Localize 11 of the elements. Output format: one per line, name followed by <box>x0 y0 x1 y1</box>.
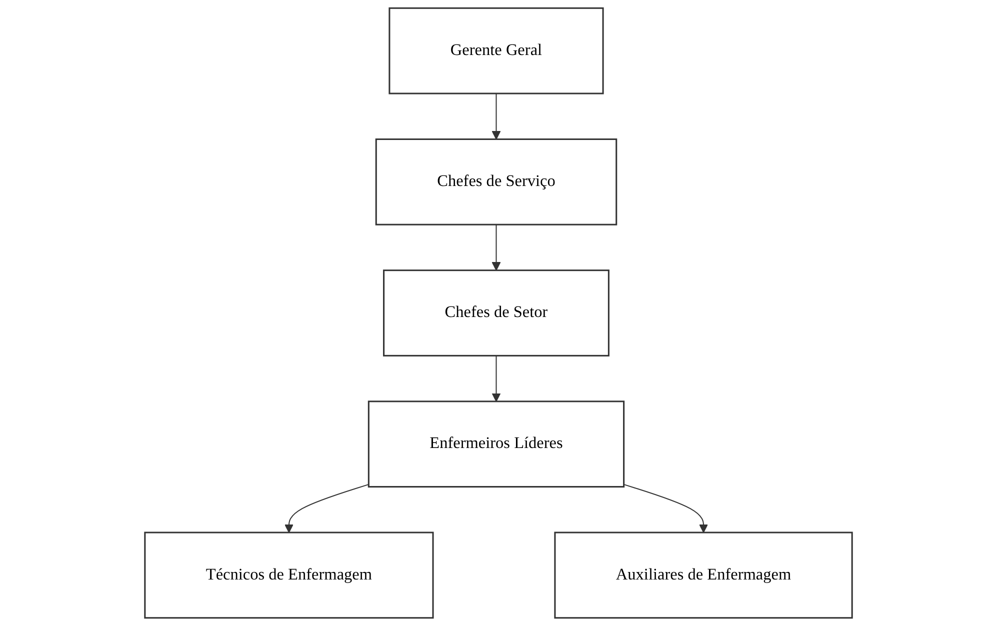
node-box: Auxiliares de Enfermagem <box>554 532 853 619</box>
node-box: Gerente Geral <box>388 7 604 94</box>
node-box: Chefes de Serviço <box>375 138 618 226</box>
arrow <box>624 484 708 533</box>
arrow <box>284 484 369 533</box>
node-box: Técnicos de Enfermagem <box>144 532 434 619</box>
node-box: Chefes de Setor <box>383 270 610 356</box>
arrow <box>492 94 501 140</box>
arrow <box>492 224 501 271</box>
node-box: Enfermeiros Líderes <box>368 400 625 488</box>
arrow <box>492 356 501 402</box>
